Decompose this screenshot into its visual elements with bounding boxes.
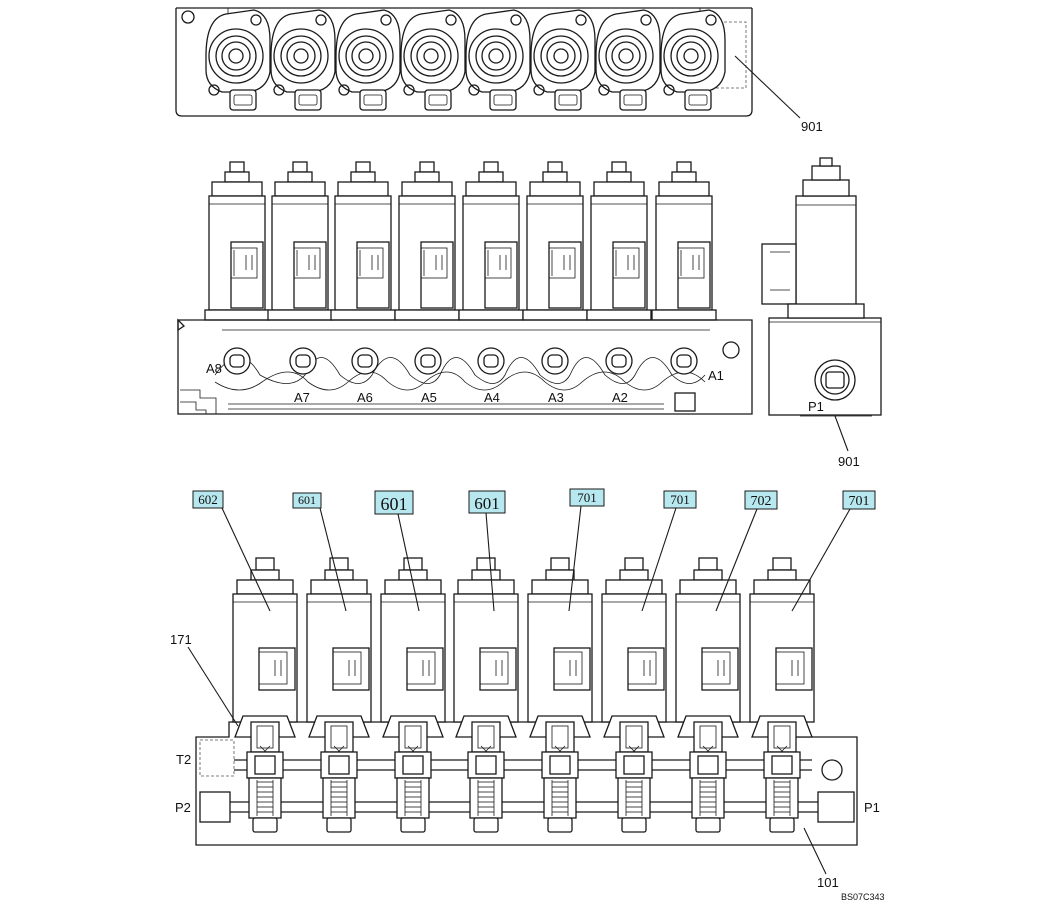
side-port-label: P1	[808, 399, 824, 414]
section-tag-label: 602	[198, 492, 218, 507]
front-port-6	[541, 347, 569, 375]
top-coil-5	[465, 9, 531, 111]
front-coil-5	[458, 161, 524, 321]
front-port-label: A8	[206, 361, 222, 376]
front-port-label: A3	[548, 390, 564, 405]
section-tag-2: 601	[292, 492, 347, 612]
top-coil-6	[530, 9, 596, 111]
front-port-2	[289, 347, 317, 375]
front-coil-8	[651, 161, 717, 321]
front-coil-4	[394, 161, 460, 321]
section-tag-7: 702	[715, 490, 778, 612]
front-port-label: A2	[612, 390, 628, 405]
callouts: 901 901 171 101 BS07C343	[170, 55, 885, 902]
front-coil-3	[330, 161, 396, 321]
front-port-5	[477, 347, 505, 375]
front-coil-1	[204, 161, 270, 321]
section-tag-1: 602	[192, 490, 271, 612]
front-port-label: A5	[421, 390, 437, 405]
top-coil-4	[400, 9, 466, 111]
section-tag-4: 601	[468, 490, 506, 612]
section-spool-5	[529, 715, 591, 833]
top-coil-2	[270, 9, 336, 111]
top-coil-3	[335, 9, 401, 111]
callout-101: 101	[817, 875, 839, 890]
top-coil-1	[205, 9, 271, 111]
front-coil-6	[522, 161, 588, 321]
section-spool-1	[234, 715, 296, 833]
side-view: P1	[761, 157, 882, 417]
section-coil-8	[749, 557, 815, 723]
front-coil-2	[267, 161, 333, 321]
front-port-8	[670, 347, 698, 375]
section-tag-label: 701	[849, 494, 870, 509]
section-spool-7	[677, 715, 739, 833]
section-tag-label: 601	[298, 493, 316, 507]
section-tag-5: 701	[568, 488, 605, 612]
front-port-7	[605, 347, 633, 375]
section-tag-label: 702	[751, 494, 772, 509]
section-coil-1	[232, 557, 298, 723]
section-port-p1: P1	[864, 800, 880, 815]
section-coil-3	[380, 557, 446, 723]
front-port-label: A1	[708, 368, 724, 383]
section-coil-5	[527, 557, 593, 723]
section-tag-label: 601	[381, 494, 408, 514]
section-tag-label: 601	[474, 494, 500, 513]
top-view	[175, 7, 753, 117]
front-port-label: A7	[294, 390, 310, 405]
front-port-1	[223, 347, 251, 375]
section-spool-8	[751, 715, 813, 833]
drawing-code: BS07C343	[841, 892, 885, 902]
front-port-3	[351, 347, 379, 375]
section-coil-4	[453, 557, 519, 723]
front-port-label: A4	[484, 390, 500, 405]
front-port-4	[414, 347, 442, 375]
front-port-label: A6	[357, 390, 373, 405]
section-tag-label: 701	[670, 492, 690, 507]
section-spool-4	[455, 715, 517, 833]
section-spool-6	[603, 715, 665, 833]
callout-top-901: 901	[801, 119, 823, 134]
section-coil-6	[601, 557, 667, 723]
section-coil-2	[306, 557, 372, 723]
callout-171: 171	[170, 632, 192, 647]
section-tag-6: 701	[641, 490, 697, 612]
section-tag-3: 601	[374, 490, 420, 612]
section-tag-label: 701	[577, 490, 597, 505]
section-port-p2: P2	[175, 800, 191, 815]
section-tag-8: 701	[791, 490, 876, 612]
section-coil-7	[675, 557, 741, 723]
section-port-t2: T2	[176, 752, 191, 767]
top-coil-7	[595, 9, 661, 111]
top-coil-8	[660, 9, 726, 111]
front-coil-7	[586, 161, 652, 321]
section-view: T2 P2 P1 602 601 601 601 701 701 702 701	[175, 488, 880, 846]
callout-side-901: 901	[838, 454, 860, 469]
section-spool-2	[308, 715, 370, 833]
section-spool-3	[382, 715, 444, 833]
